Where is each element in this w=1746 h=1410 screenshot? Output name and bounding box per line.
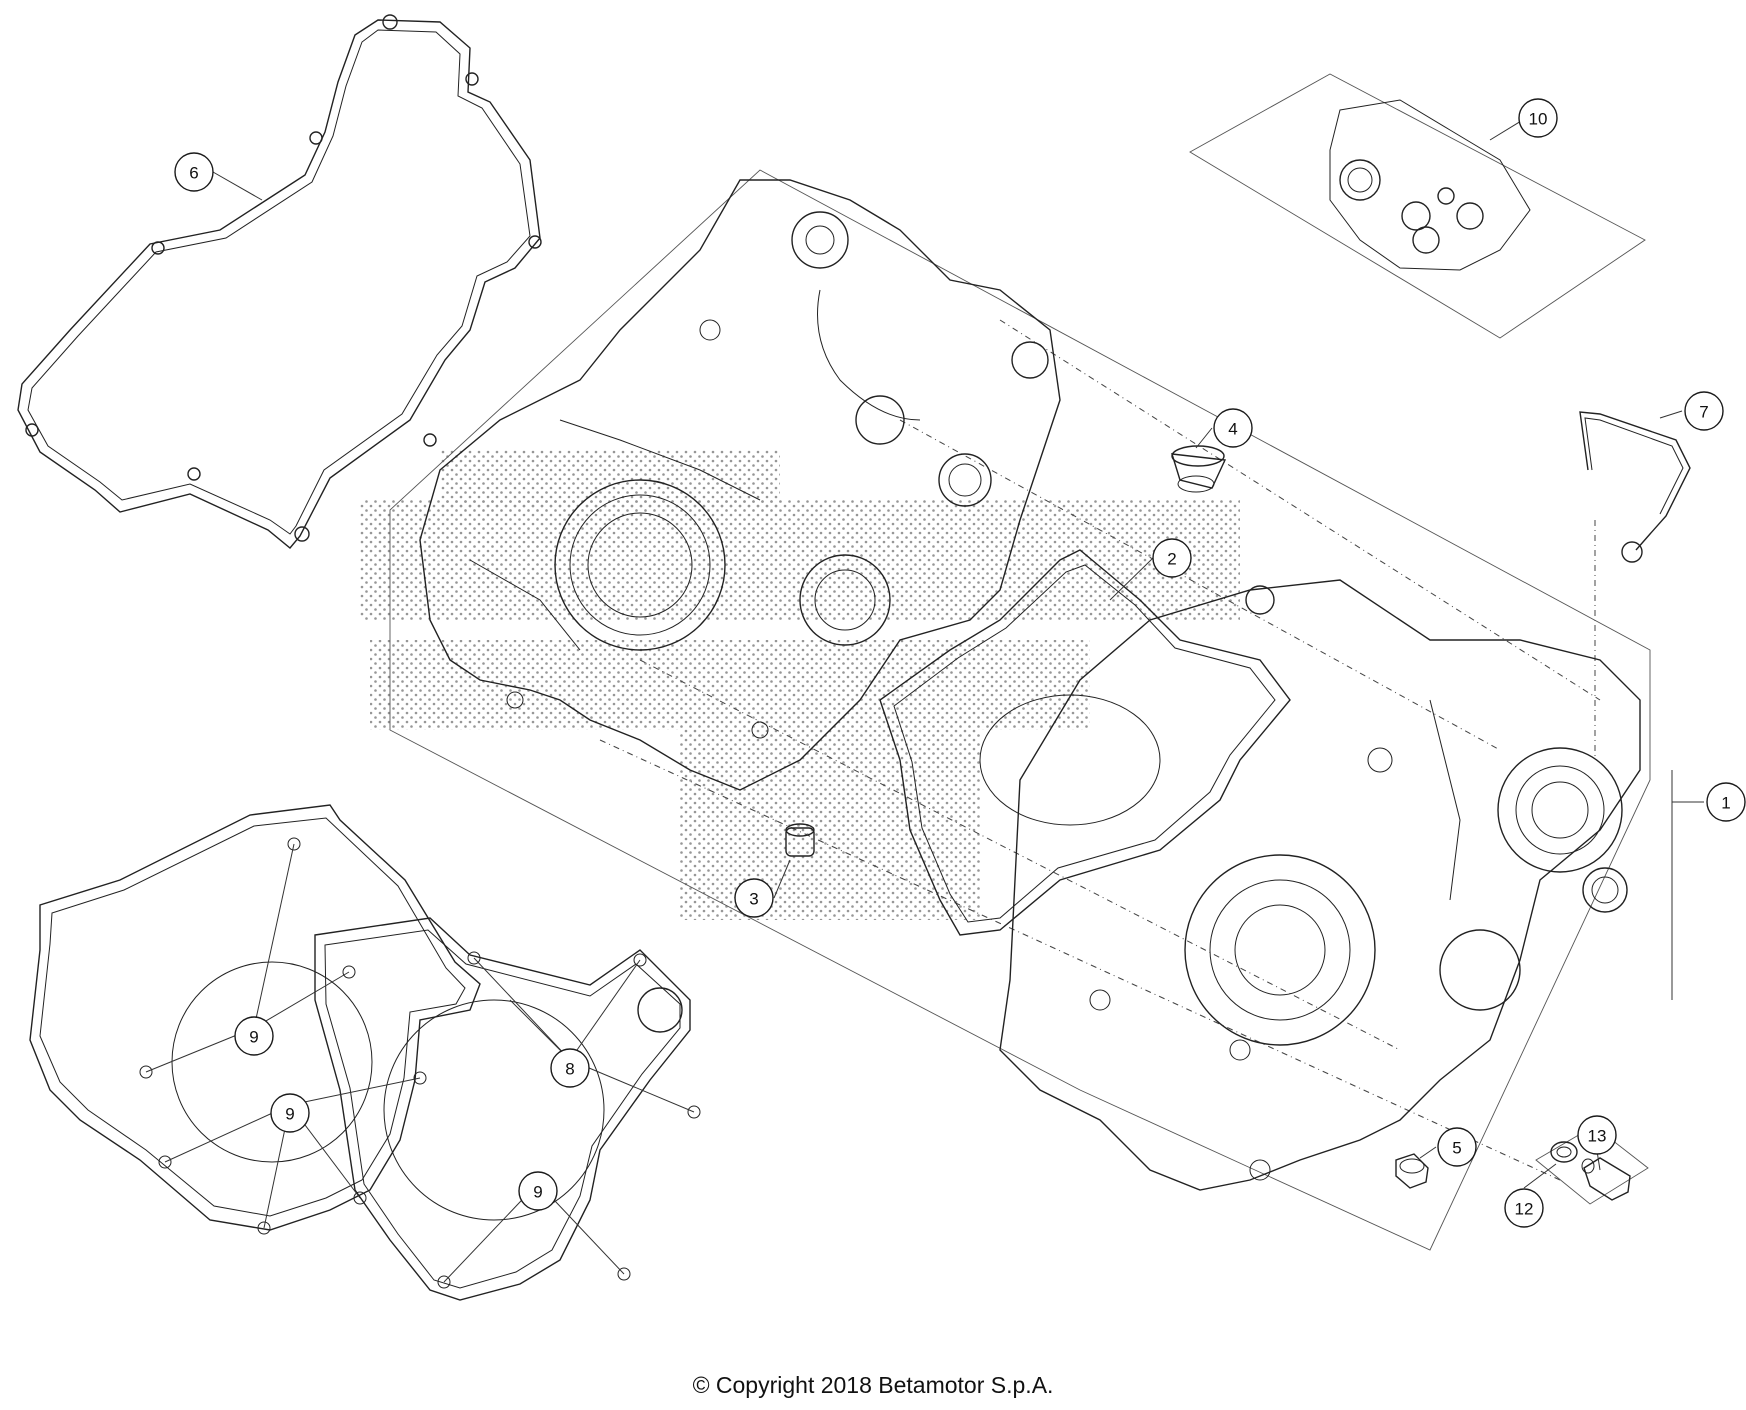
dowel-part-3 <box>785 823 815 857</box>
callout-circle <box>270 1093 310 1133</box>
callout-6: 6 <box>174 152 214 192</box>
callout-9: 9 <box>270 1093 310 1133</box>
callout-10: 10 <box>1518 98 1558 138</box>
callout-7: 7 <box>1684 391 1724 431</box>
callout-circle <box>1518 98 1558 138</box>
callout-label: 8 <box>565 1060 574 1079</box>
callout-circle <box>234 1016 274 1056</box>
callout-1: 1 <box>1706 782 1746 822</box>
callout-13: 13 <box>1577 1115 1617 1155</box>
callout-label: 3 <box>749 890 758 909</box>
plug-part-5 <box>1395 1153 1429 1189</box>
callout-circle <box>734 878 774 918</box>
callout-3: 3 <box>734 878 774 918</box>
callout-circle <box>518 1171 558 1211</box>
callout-label: 9 <box>249 1028 258 1047</box>
watermark-dots <box>360 450 1240 920</box>
callout-circle <box>1706 782 1746 822</box>
drain-bolt-part-12-13 <box>1535 1125 1649 1205</box>
callout-2: 2 <box>1152 538 1192 578</box>
callout-label: 7 <box>1699 403 1708 422</box>
callout-label: 12 <box>1515 1200 1534 1219</box>
right-crankcase-half <box>999 579 1641 1191</box>
callout-label: 5 <box>1452 1139 1461 1158</box>
callout-label: 6 <box>189 164 198 183</box>
callout-label: 9 <box>285 1105 294 1124</box>
crankcase-gasket <box>879 549 1291 936</box>
callout-circle <box>1437 1127 1477 1167</box>
callout-label: 10 <box>1529 110 1548 129</box>
copyright-notice: © Copyright 2018 Betamotor S.p.A. <box>692 1372 1054 1398</box>
callout-12: 12 <box>1504 1188 1544 1228</box>
callout-circle <box>1213 408 1253 448</box>
callout-label: 9 <box>533 1183 542 1202</box>
callout-circle <box>1684 391 1724 431</box>
callout-circle <box>550 1048 590 1088</box>
callout-circle <box>174 152 214 192</box>
base-gaskets-part-8-9 <box>29 804 701 1301</box>
callout-4: 4 <box>1213 408 1253 448</box>
ignition-cover-gasket <box>17 14 542 549</box>
callout-label: 13 <box>1588 1127 1607 1146</box>
assembly-box <box>389 169 1651 1251</box>
alignment-axes <box>599 319 1601 1181</box>
callout-circle <box>1577 1115 1617 1155</box>
callout-label: 2 <box>1167 550 1176 569</box>
left-crankcase-half <box>419 179 1061 791</box>
callout-8: 8 <box>550 1048 590 1088</box>
gasket-kit-part-10 <box>1189 73 1646 339</box>
callout-label: 4 <box>1228 420 1237 439</box>
callout-circle <box>1504 1188 1544 1228</box>
callout-circle <box>1152 538 1192 578</box>
callout-label: 1 <box>1721 794 1730 813</box>
callout-9: 9 <box>518 1171 558 1211</box>
callout-5: 5 <box>1437 1127 1477 1167</box>
callout-9: 9 <box>234 1016 274 1056</box>
wire-clip-part-7 <box>1579 411 1691 563</box>
bushing-part-4 <box>1171 445 1227 493</box>
